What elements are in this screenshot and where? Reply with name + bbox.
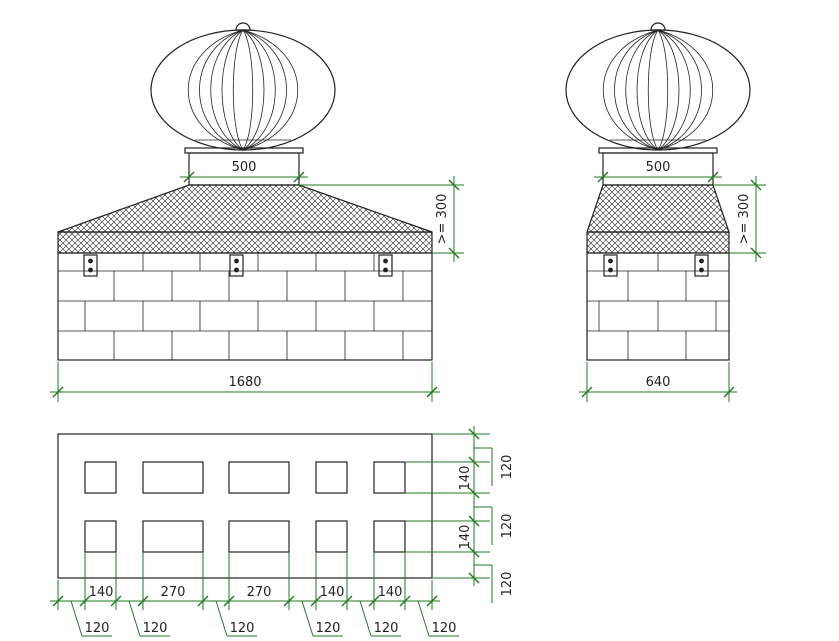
side-cap-slab: [586, 231, 730, 254]
plan-bottom-120-f: 120: [432, 621, 457, 636]
side-dim-500-label: 500: [646, 160, 671, 175]
plan-bottom-140-a: 140: [89, 585, 114, 600]
plan-bottom-120-d: 120: [316, 621, 341, 636]
plan-bottom-270-b: 270: [247, 585, 272, 600]
front-dim-1680-label: 1680: [228, 375, 261, 390]
plan-right-120-c: 120: [500, 572, 515, 597]
plan-bottom-140-b: 140: [320, 585, 345, 600]
plan-bottom-140-c: 140: [378, 585, 403, 600]
side-concrete-cap: [586, 184, 730, 233]
plan-view: 140 140 120 120 120: [50, 426, 515, 637]
plan-bottom-120-e: 120: [374, 621, 399, 636]
plan-right-140-a: 140: [458, 466, 473, 491]
front-cap-slab: [57, 231, 433, 254]
plan-bottom-120-c: 120: [230, 621, 255, 636]
plan-bottom-270-a: 270: [161, 585, 186, 600]
plan-right-dims: 140 140 120 120 120: [405, 426, 515, 603]
plan-right-120-b: 120: [500, 514, 515, 539]
side-dim-640: 640: [579, 362, 737, 402]
side-brick-base: [586, 252, 730, 361]
front-dim-height-label: >= 300: [435, 194, 450, 245]
front-anchor-brackets: [83, 254, 393, 277]
side-dim-640-label: 640: [646, 375, 671, 390]
plan-right-140-b: 140: [458, 525, 473, 550]
side-view: 500 >= 300 640: [565, 22, 766, 402]
plan-openings: [84, 461, 406, 553]
plan-right-120-a: 120: [500, 455, 515, 480]
front-concrete-cap: [57, 184, 433, 233]
front-dim-500: 500: [180, 160, 308, 183]
front-turbine-dome: [150, 22, 336, 151]
front-dim-height: >= 300: [299, 176, 464, 262]
side-turbine-dome: [565, 22, 751, 151]
side-dim-height: >= 300: [713, 176, 766, 262]
plan-bottom-120-a: 120: [85, 621, 110, 636]
front-dim-1680: 1680: [50, 362, 440, 402]
front-brick-base: [57, 252, 433, 361]
front-dim-500-label: 500: [232, 160, 257, 175]
side-dim-height-label: >= 300: [737, 194, 752, 245]
plan-bottom-120-b: 120: [143, 621, 168, 636]
plan-outline: [57, 433, 433, 579]
side-anchor-brackets: [603, 254, 709, 277]
plan-bottom-dims: 140 270 270 140 140 120 120 120 120 120 …: [50, 552, 459, 637]
front-view: 500 >= 300 1680: [50, 22, 464, 402]
side-dim-500: 500: [594, 160, 722, 183]
